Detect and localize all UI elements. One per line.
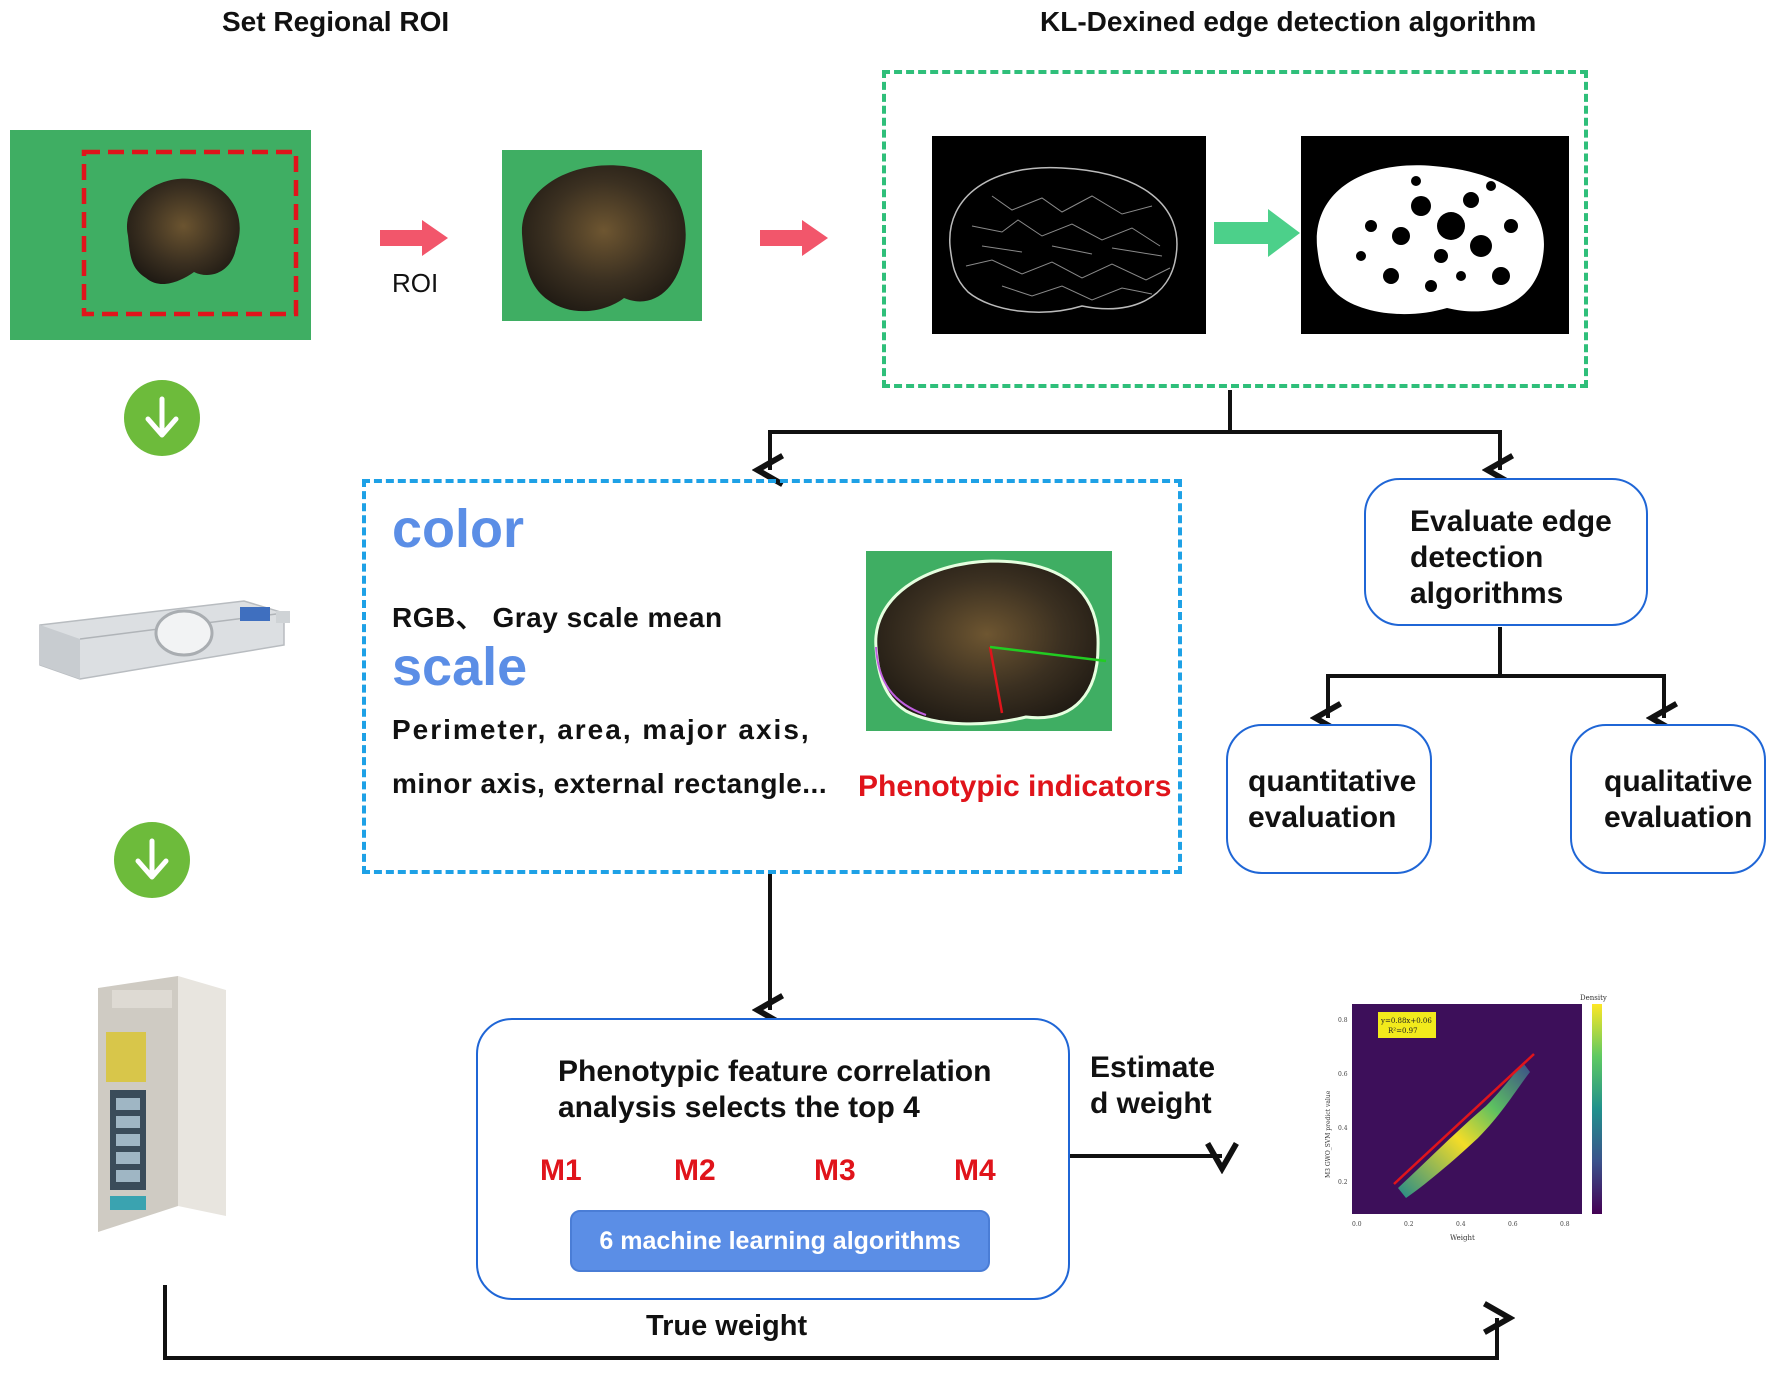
kl-dexined-title: KL-Dexined edge detection algorithm [1040, 6, 1537, 37]
scale-heading: scale [392, 637, 528, 697]
plot-equation-line-1: y=0.88x+0.06 [1380, 1017, 1432, 1025]
density-colorbar [1592, 1004, 1602, 1214]
estimated-weight-line-2: d weight [1090, 1087, 1212, 1120]
scale-items-line-1: Perimeter, area, major axis, [392, 714, 811, 745]
edge-detection-box [882, 70, 1588, 388]
down-arrow-circle-1 [124, 380, 200, 456]
y-tick-2: 0.6 [1338, 1071, 1348, 1078]
plot-xlabel: Weight [1450, 1234, 1475, 1242]
true-weight-label: True weight [646, 1310, 808, 1342]
edge-map-image [932, 136, 1206, 334]
quantitative-line-2: evaluation [1248, 801, 1397, 834]
quantitative-evaluation-box: quantitative evaluation [1226, 724, 1432, 874]
weighing-transmitter-image [86, 970, 236, 1242]
phenotypic-features-box [362, 479, 1182, 874]
binary-edge-image [1301, 136, 1569, 334]
set-roi-title: Set Regional ROI [222, 6, 450, 37]
m1-label: M1 [540, 1154, 582, 1187]
arrow-down-icon [135, 838, 169, 880]
correlation-title-line-1: Phenotypic feature correlation [558, 1055, 992, 1088]
color-items: RGB、 Gray scale mean [392, 602, 723, 633]
cropped-roi-image [502, 150, 702, 321]
colorbar-title: Density [1580, 994, 1607, 1002]
ml-algorithms-button[interactable]: 6 machine learning algorithms [570, 1210, 990, 1272]
prediction-density-plot: y=0.88x+0.06 R²=0.97 Density 0.0 0.2 0.4… [1310, 988, 1640, 1248]
roi-label: ROI [392, 268, 439, 298]
full-sample-image [10, 130, 311, 340]
scale-items-line-2: minor axis, external rectangle... [392, 768, 828, 799]
qualitative-evaluation-box: qualitative evaluation [1570, 724, 1766, 874]
correlation-title-line-2: analysis selects the top 4 [558, 1091, 920, 1124]
correlation-analysis-box: Phenotypic feature correlation analysis … [476, 1018, 1070, 1300]
phenotypic-indicators-label: Phenotypic indicators [858, 770, 1172, 803]
arrow-down-icon [145, 396, 179, 438]
x-tick-0: 0.0 [1352, 1221, 1362, 1228]
pink-arrow-1 [378, 218, 450, 258]
x-tick-4: 0.8 [1560, 1221, 1570, 1228]
x-tick-1: 0.2 [1404, 1221, 1414, 1228]
quantitative-line-1: quantitative [1248, 765, 1417, 798]
color-heading: color [392, 499, 525, 559]
split-connector [770, 390, 1232, 470]
evaluate-edge-detection-box: Evaluate edge detection algorithms [1364, 478, 1648, 626]
load-cell-image [34, 585, 292, 695]
y-tick-0: 0.2 [1338, 1179, 1348, 1186]
evaluate-title-line-3: algorithms [1410, 577, 1564, 610]
qualitative-line-2: evaluation [1604, 801, 1753, 834]
pink-arrow-2 [758, 218, 830, 258]
m4-label: M4 [954, 1154, 996, 1187]
y-tick-1: 0.4 [1338, 1125, 1348, 1132]
plot-equation-line-2: R²=0.97 [1388, 1027, 1418, 1035]
estimated-weight-line-1: Estimate [1090, 1051, 1216, 1084]
evaluate-title-line-1: Evaluate edge [1410, 505, 1612, 538]
phenotype-measurement-image [866, 551, 1112, 731]
green-arrow [1212, 207, 1302, 259]
down-arrow-circle-2 [114, 822, 190, 898]
roi-dashed-rectangle [81, 149, 299, 317]
x-tick-2: 0.4 [1456, 1221, 1466, 1228]
qualitative-line-1: qualitative [1604, 765, 1753, 798]
y-tick-3: 0.8 [1338, 1017, 1348, 1024]
m3-label: M3 [814, 1154, 856, 1187]
m2-label: M2 [674, 1154, 716, 1187]
plot-ylabel: M3 GWO_SVM predict value [1325, 1090, 1332, 1178]
x-tick-3: 0.6 [1508, 1221, 1518, 1228]
evaluate-title-line-2: detection [1410, 541, 1544, 574]
